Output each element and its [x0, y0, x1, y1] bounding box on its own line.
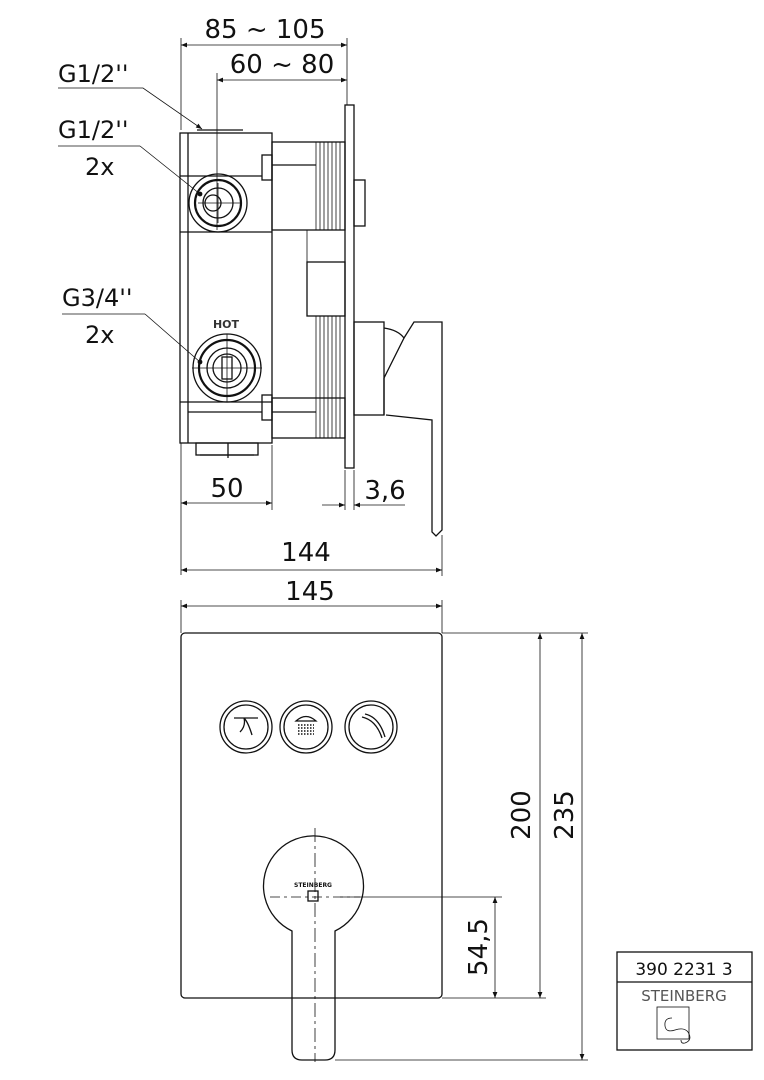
- dimension-box-width: 50: [180, 443, 273, 575]
- shower-head-icon: [294, 715, 318, 722]
- lever-handle-side: [353, 321, 443, 537]
- article-number: 390 2231 3: [635, 960, 732, 980]
- connection-count: 2x: [85, 153, 114, 181]
- brand-logo-icon: [656, 1006, 691, 1044]
- title-block: 390 2231 3 STEINBERG: [616, 951, 753, 1051]
- dimension-label: 145: [285, 577, 335, 607]
- side-view: 85 ~ 105 60 ~ 80 G1/2'' G1/2'' 2x G3/4''…: [58, 15, 443, 576]
- inlet-connection: [192, 333, 262, 403]
- connection-label: G3/4'': [62, 284, 132, 312]
- dimension-plate-thickness: 3,6: [322, 470, 406, 510]
- handle-brand: STEINBERG: [294, 882, 332, 889]
- cover-plate-side: [344, 104, 355, 469]
- hand-shower-icon: [361, 713, 386, 739]
- dimension-side-total: 144: [181, 535, 443, 576]
- button-side: [353, 179, 366, 227]
- dimension-label: 54,5: [464, 918, 494, 976]
- dimension-front-width: 145: [180, 577, 443, 633]
- shower-head-button: [279, 700, 333, 754]
- connection-count: 2x: [85, 321, 114, 349]
- dimension-label: 60 ~ 80: [230, 50, 334, 80]
- tub-spout-button: [219, 700, 273, 754]
- thread-ribs: [306, 142, 341, 438]
- dimension-total-height: 235: [335, 633, 588, 1061]
- hot-marker: HOT: [213, 318, 240, 331]
- dimension-label: 3,6: [364, 476, 405, 506]
- dimension-label: 235: [550, 790, 580, 840]
- dimension-label: 85 ~ 105: [204, 15, 325, 45]
- hand-shower-button: [344, 700, 398, 754]
- tub-spout-icon: [234, 717, 258, 736]
- lever-handle-front: STEINBERG: [262, 828, 365, 1062]
- dimension-depth-total: 85 ~ 105: [180, 15, 348, 130]
- brand-logo-icon: [307, 890, 319, 902]
- connection-label: G1/2'': [58, 116, 128, 144]
- connection-label: G1/2'': [58, 60, 128, 88]
- valve-body: [271, 141, 346, 439]
- dimension-label: 50: [210, 474, 243, 504]
- dimension-label: 144: [281, 538, 331, 568]
- dimension-handle-axis: 54,5: [340, 896, 502, 998]
- dimension-depth-inner: 60 ~ 80: [216, 50, 347, 230]
- dimension-front-height: 200: [442, 632, 588, 999]
- front-view: 145 STEINBERG 54,5: [180, 577, 588, 1062]
- dimension-label: 200: [507, 790, 537, 840]
- brand-name: STEINBERG: [641, 987, 727, 1005]
- cover-plate-front: [180, 632, 443, 999]
- mounting-box: HOT: [179, 129, 273, 458]
- outlet-connection: [188, 173, 248, 233]
